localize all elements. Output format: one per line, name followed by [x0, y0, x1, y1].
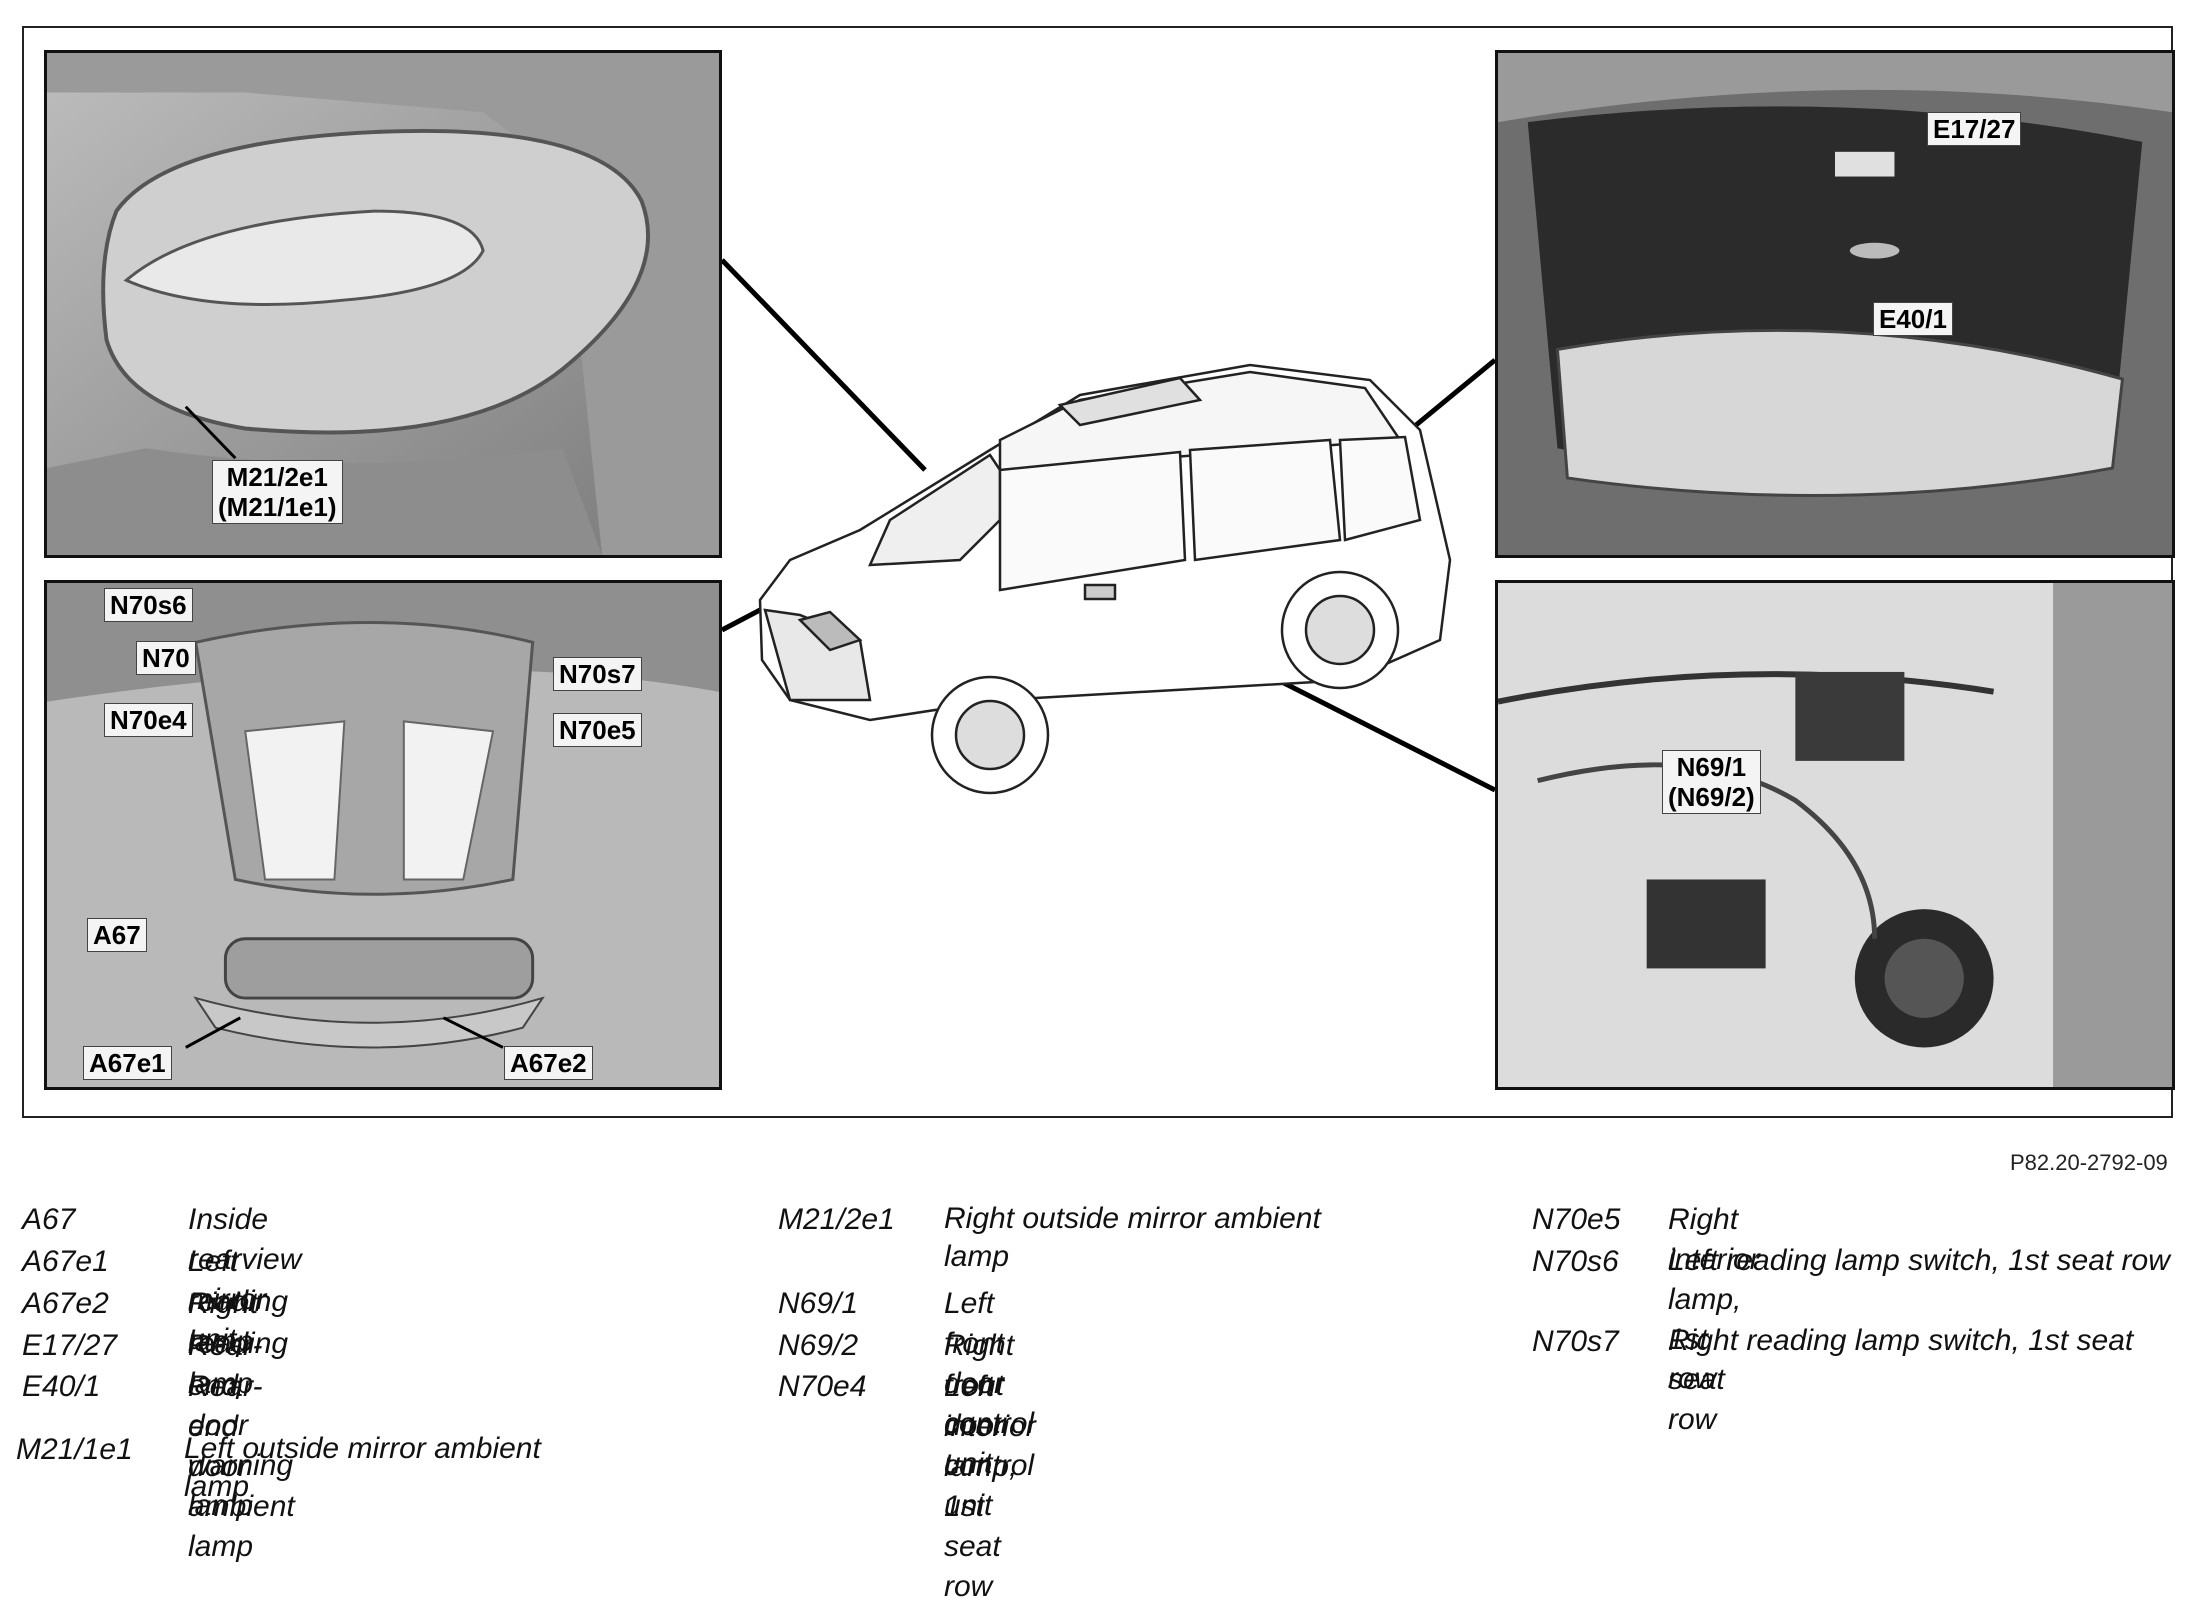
legend-code: N69/1 — [778, 1287, 859, 1320]
legend-code: M21/2e1 — [778, 1203, 895, 1236]
callout-n70: N70 — [136, 641, 196, 675]
legend-code: N70s6 — [1532, 1245, 1619, 1278]
callout-m21-2e1: M21/2e1 (M21/1e1) — [212, 460, 343, 524]
legend-desc: Left interior lamp, 1st seat row — [944, 1370, 1036, 1603]
reference-code: P82.20-2792-09 — [2010, 1150, 2168, 1175]
callout-n70e4: N70e4 — [104, 703, 193, 737]
door-internals-photo-panel — [1495, 580, 2175, 1090]
callout-m21-1e1-label: (M21/1e1) — [218, 492, 337, 522]
legend-desc: Left reading lamp switch, 1st seat row — [1668, 1244, 2170, 1277]
callout-e40-1: E40/1 — [1873, 302, 1953, 336]
rear-door-photo-panel — [1495, 50, 2175, 558]
legend-code: E40/1 — [22, 1370, 101, 1403]
callout-n69-2-label: (N69/2) — [1668, 782, 1755, 812]
legend-desc: Right reading lamp switch, 1st seat row — [1668, 1324, 2134, 1395]
legend-column-2: M21/2e1 Right outside mirror ambient lam… — [778, 1200, 1428, 1603]
callout-n70e5: N70e5 — [553, 713, 642, 747]
legend-code: N69/2 — [778, 1329, 859, 1362]
legend-desc: Right reading lamp — [188, 1287, 289, 1400]
legend-code: M21/1e1 — [16, 1433, 133, 1466]
legend-desc: Left outside mirror ambient lamp — [184, 1432, 541, 1503]
legend-code: E17/27 — [22, 1329, 118, 1362]
legend-code: A67 — [22, 1203, 76, 1236]
mirror-photo-panel — [44, 50, 722, 558]
legend-desc: Inside rearview mirror unit — [188, 1203, 302, 1356]
callout-m21-2e1-label: M21/2e1 — [226, 462, 328, 492]
callout-e17-27: E17/27 — [1927, 112, 2022, 146]
legend-desc: Right interior lamp, 1st seat row — [1668, 1203, 1760, 1436]
legend-desc: Right outside mirror ambient lamp — [944, 1202, 1321, 1273]
legend-code: A67e2 — [22, 1287, 109, 1320]
legend-desc: Left reading lamp — [188, 1245, 289, 1358]
legend-code: N70e5 — [1532, 1203, 1621, 1236]
callout-a67e1: A67e1 — [83, 1046, 172, 1080]
callout-n70s7: N70s7 — [553, 657, 642, 691]
legend-code: A67e1 — [22, 1245, 109, 1278]
vehicle-drawing — [722, 258, 1495, 795]
legend-code: N70e4 — [778, 1370, 867, 1403]
callout-a67: A67 — [87, 918, 147, 952]
callout-a67e2: A67e2 — [504, 1046, 593, 1080]
legend-desc: Rear-end door warning lamp — [188, 1329, 294, 1522]
callout-n69-1-label: N69/1 — [1676, 752, 1747, 782]
car-outline — [758, 363, 1452, 795]
legend-column-3: N70e5 Right interior lamp, 1st seat row … — [1532, 1200, 2192, 1440]
legend-code: N70s7 — [1532, 1325, 1619, 1358]
callout-n70s6: N70s6 — [104, 588, 193, 622]
legend-desc: Right front door control unit — [944, 1329, 1035, 1522]
legend-column-1: A67 Inside rearview mirror unit A67e1 Le… — [16, 1200, 672, 1563]
callout-n69-1: N69/1 (N69/2) — [1662, 750, 1761, 814]
legend-desc: Left front door control unit — [944, 1287, 1035, 1480]
